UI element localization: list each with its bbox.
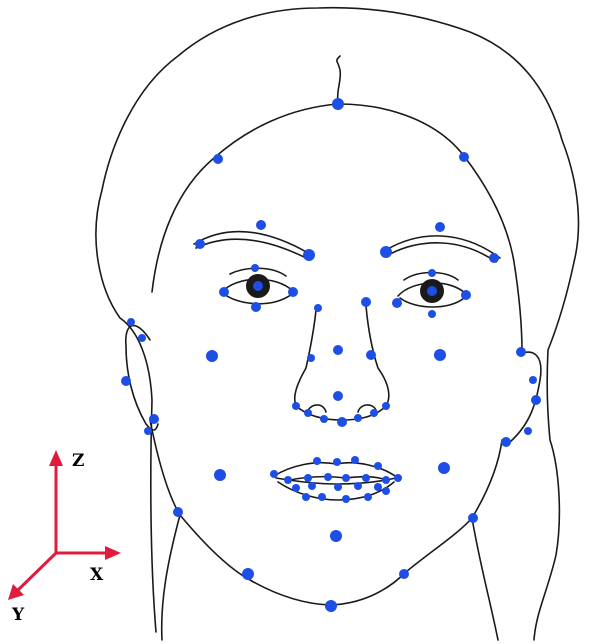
landmark-point [501,437,511,447]
landmark-point [399,569,409,579]
landmark-point [333,458,341,466]
landmark-point [354,482,362,490]
landmark-point [333,345,343,355]
landmark-point [382,476,390,484]
landmark-point [284,476,292,484]
neck-right [472,518,498,640]
landmark-point [362,474,370,482]
landmark-point [354,414,362,422]
landmark-point [314,304,322,312]
landmark-point [489,253,499,263]
landmark-point [468,513,478,523]
landmark-point [438,462,450,474]
landmark-point [524,427,532,435]
neck-left [162,515,180,640]
landmark-point [461,290,471,300]
landmark-point [394,474,402,482]
landmark-point [428,310,436,318]
landmark-point [324,473,332,481]
z-axis-arrowhead [49,450,63,466]
landmark-point [304,474,312,482]
landmark-point [219,287,229,297]
landmark-point [330,530,342,542]
landmark-point [374,462,382,470]
landmark-point [302,493,310,501]
landmark-point [434,349,446,361]
landmark-point [392,298,402,308]
landmark-point [428,269,436,277]
landmark-point [459,152,469,162]
landmark-point [213,154,223,164]
landmark-point [206,350,218,362]
landmark-point [256,220,266,230]
landmark-point [361,297,371,307]
landmark-point [127,318,135,326]
landmark-point [342,495,350,503]
landmark-point [251,264,259,272]
landmark-point [242,568,254,580]
landmark-point [333,391,343,401]
landmark-point [374,483,382,491]
x-axis-label: X [90,565,104,585]
landmark-point [516,347,526,357]
landmark-point [382,487,390,495]
y-axis-label: Y [11,605,25,625]
landmark-point [370,409,378,417]
landmark-point [334,483,342,491]
landmark-point [380,246,392,258]
landmark-point [270,470,278,478]
landmark-point [325,600,337,612]
left-eyebrow-lower [196,239,306,258]
axis-indicator [8,450,121,600]
eyes [246,274,444,303]
landmark-point [292,484,300,492]
landmark-point [173,507,183,517]
y-axis-line [16,553,56,592]
landmark-point [364,493,372,501]
landmark-point [435,222,445,232]
landmark-point [303,249,315,261]
landmark-point [292,402,300,410]
landmark-point [288,287,298,297]
landmark-point [366,350,376,360]
landmark-point [313,457,321,465]
jawline [150,420,502,605]
landmark-point [529,376,537,384]
x-axis-arrowhead [105,546,121,560]
landmark-point [149,414,159,424]
landmark-point [337,417,347,427]
landmark-point [195,239,205,249]
landmark-point [121,376,131,386]
landmark-point [308,482,316,490]
landmark-point [254,282,262,290]
hairline [152,104,522,352]
landmark-point [214,469,226,481]
landmark-point [304,409,312,417]
landmark-point [382,402,390,410]
landmark-point [342,474,350,482]
landmark-point [307,354,315,362]
landmark-point [428,287,436,295]
landmark-point [144,427,152,435]
landmark-point [251,302,261,312]
landmark-point [318,493,326,501]
z-axis-label: Z [72,451,84,471]
landmark-point [351,456,359,464]
landmark-point [138,334,146,342]
landmark-point [531,395,541,405]
hair-curl [337,56,341,102]
landmark-point [320,415,328,423]
landmark-point [332,98,344,110]
